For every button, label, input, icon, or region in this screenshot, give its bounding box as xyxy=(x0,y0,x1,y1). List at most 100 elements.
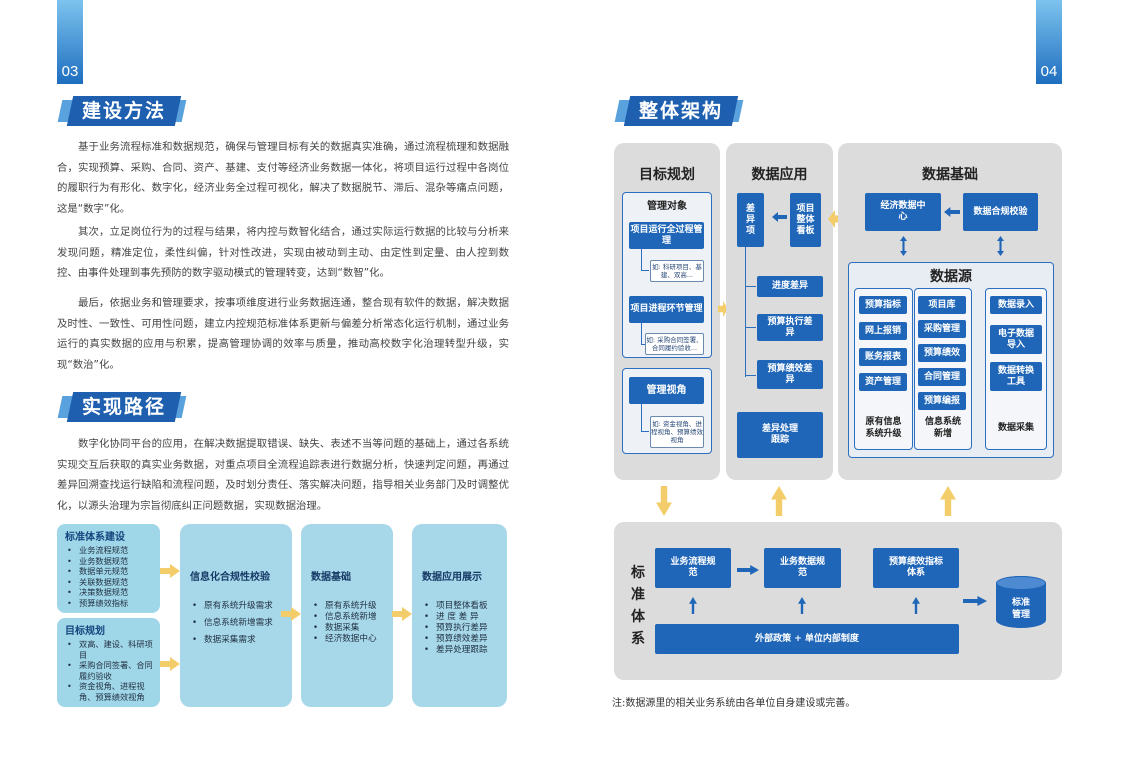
flow-col-item: 数据采集 xyxy=(313,623,389,634)
paragraph-4: 数字化协同平台的应用，在解决数据提取错误、缺失、表述不当等问题的基础上，通过各系… xyxy=(57,438,509,512)
arrow-up-icon xyxy=(798,597,806,614)
arch-perf-index-box: 预算绩效指标体系 xyxy=(873,548,959,588)
arrow-right-icon xyxy=(737,565,759,575)
flow-std-box: 标准体系建设 业务流程规范 业务数据规范 数据单元规范 关联数据规范 决策数据规… xyxy=(57,524,160,613)
page-number-left-text: 03 xyxy=(61,63,79,80)
arch-project-run-box: 项目运行全过程管理 xyxy=(629,222,704,249)
flow-goal-box: 目标规划 双高、建设、科研项目 采购合同签署、合同履约验收 资金视角、进程视角、… xyxy=(57,618,160,707)
flow-arrow-icon xyxy=(160,564,180,578)
flow-std-item: 业务流程规范 xyxy=(65,545,154,556)
flow-arrow-icon xyxy=(281,607,301,621)
page-number-right-text: 04 xyxy=(1040,63,1058,80)
flow-std-item: 决策数据规范 xyxy=(65,587,154,598)
arch-mgmt-view-label: 管理视角 xyxy=(629,377,704,404)
arch-policy-box: 外部政策 + 单位内部制度 xyxy=(655,624,959,654)
flow-col-item: 经济数据中心 xyxy=(313,634,389,645)
arch-board-box: 项目整体看板 xyxy=(790,193,821,247)
bidirectional-arrow-icon xyxy=(997,236,1004,256)
arch-source-item: 数据录入 xyxy=(990,296,1042,314)
arrow-left-icon xyxy=(944,207,960,217)
arrow-left-icon xyxy=(772,212,787,222)
flow-goal-item: 采购合同签署、合同履约验收 xyxy=(65,660,154,681)
arch-source-item: 账务报表 xyxy=(859,348,907,366)
arch-source-item: 数据转换工具 xyxy=(990,362,1042,391)
arch-source-item: 资产管理 xyxy=(859,373,907,391)
arch-source-item: 电子数据导入 xyxy=(990,325,1042,354)
arch-group-legacy-label: 原有信息系统升级 xyxy=(865,417,902,439)
arch-source-item: 预算编报 xyxy=(918,392,966,410)
arch-process-std-box: 业务流程规范 xyxy=(655,548,731,588)
flow-col-item: 预算执行差异 xyxy=(424,623,503,634)
flow-col-foundation-title: 数据基础 xyxy=(311,572,351,583)
arch-source-item: 合同管理 xyxy=(918,368,966,386)
arrow-right-icon xyxy=(963,596,987,606)
flow-col-item: 进 度 差 异 xyxy=(424,612,503,623)
page-number-left: 03 xyxy=(57,0,83,84)
arch-application-title: 数据应用 xyxy=(751,167,808,183)
flow-arrow-icon xyxy=(392,607,412,621)
flow-col-item: 差异处理跟踪 xyxy=(424,645,503,656)
arch-source-item: 预算指标 xyxy=(859,296,907,314)
flow-col-item: 原有系统升级 xyxy=(313,601,389,612)
flow-col-compliance: 信息化合规性校验 原有系统升级需求 信息系统新增需求 数据采集需求 xyxy=(180,524,292,707)
flow-col-compliance-title: 信息化合规性校验 xyxy=(190,572,270,583)
flow-col-application: 数据应用展示 项目整体看板 进 度 差 异 预算执行差异 预算绩效差异 差异处理… xyxy=(412,524,507,707)
arch-group-legacy xyxy=(854,288,913,450)
flow-col-item: 信息系统新增需求 xyxy=(192,618,288,629)
footnote: 注:数据源里的相关业务系统由各单位自身建设或完善。 xyxy=(612,698,856,709)
arch-source-item: 网上报销 xyxy=(859,322,907,340)
arch-diff-box: 差异项 xyxy=(737,193,764,247)
flow-arrow-icon xyxy=(160,657,180,671)
section-title-architecture: 整体架构 xyxy=(614,96,744,126)
arch-goal-title: 目标规划 xyxy=(639,167,695,183)
arch-group-new-label: 信息系统新增 xyxy=(924,417,961,439)
arch-note-3: 如: 资金视角、进程视角、预算绩效视角 xyxy=(650,416,704,448)
section-title-method: 建设方法 xyxy=(57,96,187,126)
arch-diff-tracking-box: 差异处理跟踪 xyxy=(737,412,823,458)
arch-budget-perf-diff-box: 预算绩效差异 xyxy=(757,360,823,389)
arrow-up-icon xyxy=(771,486,787,516)
arch-mgmt-object-label: 管理对象 xyxy=(647,201,687,212)
flow-col-item: 信息系统新增 xyxy=(313,612,389,623)
arch-panel-standards xyxy=(614,522,1062,680)
flow-std-item: 关联数据规范 xyxy=(65,577,154,588)
arch-data-source-title: 数据源 xyxy=(930,269,972,285)
flow-col-application-title: 数据应用展示 xyxy=(422,572,482,583)
flow-std-item: 业务数据规范 xyxy=(65,556,154,567)
flow-col-item: 预算绩效差异 xyxy=(424,634,503,645)
paragraph-3: 最后，依据业务和管理要求，按事项维度进行业务数据连通，整合现有软件的数据，解决数… xyxy=(57,297,509,371)
arch-foundation-title: 数据基础 xyxy=(922,167,978,183)
arch-std-mgmt-label: 标准管理 xyxy=(1011,598,1030,620)
flow-col-item: 原有系统升级需求 xyxy=(192,601,288,612)
page-number-right: 04 xyxy=(1036,0,1062,84)
flow-col-item: 项目整体看板 xyxy=(424,601,503,612)
paragraph-2: 其次，立足岗位行为的过程与结果，将内控与数智化结合，通过实际运行数据的比较与分析… xyxy=(57,226,509,279)
flow-goal-item: 双高、建设、科研项目 xyxy=(65,639,154,660)
arch-note-2: 如: 采购合同签署、合同履约验收... xyxy=(645,333,704,355)
arch-data-std-box: 业务数据规范 xyxy=(764,548,841,588)
arch-standards-vertical-label: 标准体系 xyxy=(631,565,645,647)
flow-std-item: 数据单元规范 xyxy=(65,566,154,577)
arch-source-item: 采购管理 xyxy=(918,320,966,338)
section-title-path-text: 实现路径 xyxy=(82,396,167,418)
flow-std-title: 标准体系建设 xyxy=(65,532,125,543)
arrow-right-icon xyxy=(718,301,728,317)
flow-col-foundation: 数据基础 原有系统升级 信息系统新增 数据采集 经济数据中心 xyxy=(301,524,393,707)
arch-budget-exec-diff-box: 预算执行差异 xyxy=(757,314,823,341)
arch-group-collect-label: 数据采集 xyxy=(997,423,1034,433)
flow-col-item: 数据采集需求 xyxy=(192,635,288,646)
paragraph-1: 基于业务流程标准和数据规范，确保与管理目标有关的数据真实准确，通过流程梳理和数据… xyxy=(57,141,509,215)
flow-goal-title: 目标规划 xyxy=(65,626,105,637)
arch-note-1: 如: 科研项目、基建、双高... xyxy=(650,260,704,282)
arrow-down-icon xyxy=(656,486,672,516)
section-title-method-text: 建设方法 xyxy=(82,100,167,122)
arch-data-check-box: 数据合规校验 xyxy=(963,193,1038,231)
arch-source-item: 预算绩效 xyxy=(918,344,966,362)
flow-goal-item: 资金视角、进程视角、预算绩效视角 xyxy=(65,681,154,702)
bidirectional-arrow-icon xyxy=(900,236,907,256)
section-title-path: 实现路径 xyxy=(57,392,187,422)
arch-source-item: 项目库 xyxy=(918,296,966,314)
arrow-up-icon xyxy=(689,597,697,614)
arrow-up-icon xyxy=(940,486,956,516)
flow-std-item: 预算绩效指标 xyxy=(65,598,154,609)
